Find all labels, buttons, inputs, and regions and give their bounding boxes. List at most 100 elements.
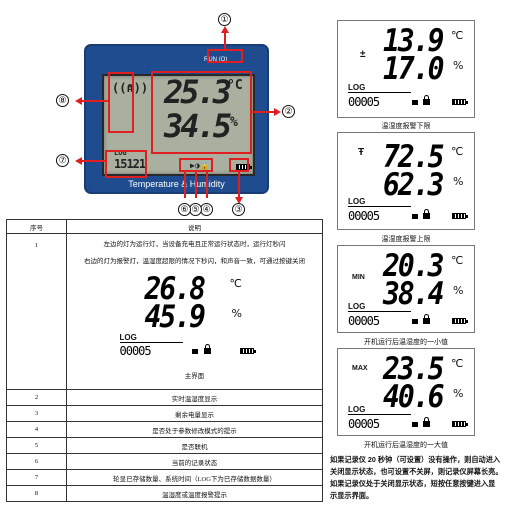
callout-1: ① <box>218 13 231 26</box>
row4-text: 是否处于参数修改模式的提示 <box>66 421 323 438</box>
callout-2: ② <box>282 105 295 118</box>
high-limit-symbol: Ŧ <box>358 147 365 158</box>
caption-high-limit: 温湿度报警上限 <box>381 235 431 243</box>
arrow-7-shaft <box>82 160 105 162</box>
high-limit-lock-icon <box>423 209 430 219</box>
main-log-label: LOG <box>119 333 183 343</box>
callout-6: ⑥ <box>178 203 191 216</box>
row5-index: 5 <box>6 437 67 454</box>
row6-text: 当前的记录状态 <box>66 453 323 470</box>
low-limit-log-label: LOG <box>348 83 412 93</box>
low-limit-record-icon <box>412 100 418 105</box>
callout-3: ③ <box>232 203 245 216</box>
device-temperature: 25.3 <box>164 73 232 111</box>
row2-index: 2 <box>6 389 67 406</box>
high-limit-log-label: LOG <box>348 197 412 207</box>
low-limit-symbol: ± <box>360 49 366 60</box>
run-indicator: RUN (O) <box>204 57 228 63</box>
max-count: 00005 <box>348 417 380 431</box>
low-limit-temp-unit: ℃ <box>451 29 464 42</box>
device-battery-icon <box>236 164 252 170</box>
row1-line2: 右边的灯为报警灯，温湿度超限的情况下秒闪，和声音一致，可通过按键关闭 <box>84 258 305 265</box>
high-limit-temp-unit: ℃ <box>451 145 464 158</box>
device-log-count: 15121 <box>114 157 146 171</box>
device-lcd: 25.3 °C 34.5 % ((⍝)) LOG 15121 ▶◑🔒 <box>102 74 255 176</box>
max-temp: 23.5 <box>383 349 444 387</box>
row7-index: 7 <box>6 469 67 486</box>
callout-box-battery <box>229 158 249 172</box>
max-lock-icon <box>423 417 430 427</box>
row5-text: 是否联机 <box>66 437 323 454</box>
low-limit-lock-icon <box>423 95 430 105</box>
main-lcd-example: 26.8 ℃ 45.9 % LOG 00005 <box>119 272 270 368</box>
callout-box-run <box>207 49 243 63</box>
callout-box-status <box>179 158 213 172</box>
device-illustration: RUN (O) 25.3 °C 34.5 % ((⍝)) LOG 15121 ▶… <box>84 44 269 194</box>
max-log-label: LOG <box>348 405 412 415</box>
high-limit-count: 00005 <box>348 209 380 223</box>
lcd-panel-low-limit: ± 13.9 ℃ 17.0 % LOG 00005 <box>337 20 475 118</box>
min-lock-icon <box>423 314 430 324</box>
row7-text: 轮显已存储数量、系统时间（LOG下为已存储数据数量） <box>66 469 323 486</box>
alarm-icon: ((⍝)) <box>112 81 149 95</box>
max-hum-unit: % <box>453 387 464 400</box>
callout-8: ⑧ <box>56 94 69 107</box>
high-limit-battery-icon <box>452 213 468 219</box>
caption-low-limit: 温湿度报警下限 <box>381 122 431 130</box>
min-temp: 20.3 <box>383 246 444 284</box>
low-limit-hum-unit: % <box>453 59 464 72</box>
arrow-5-shaft <box>195 172 197 198</box>
main-temp-unit: ℃ <box>229 277 242 290</box>
high-limit-temp: 72.5 <box>383 137 444 175</box>
max-symbol: MAX <box>352 365 368 372</box>
min-temp-unit: ℃ <box>451 254 464 267</box>
high-limit-hum-unit: % <box>453 175 464 188</box>
device-humidity: 34.5 <box>164 107 232 145</box>
device-status-icons: ▶◑🔒 <box>190 161 210 170</box>
main-lock-icon <box>203 344 211 354</box>
min-hum: 38.4 <box>383 274 444 312</box>
header-description: 说明 <box>66 219 323 234</box>
row6-index: 6 <box>6 453 67 470</box>
max-record-icon <box>412 422 418 427</box>
high-limit-hum: 62.3 <box>383 165 444 203</box>
row3-index: 3 <box>6 405 67 422</box>
note-line-4: 示显示界面。 <box>330 491 374 500</box>
arrow-2-head <box>274 108 281 116</box>
callout-box-readings <box>151 71 252 154</box>
description-table: 序号 说明 1 左边的灯为运行灯，当设备充电且正常运行状态时，运行灯秒闪 右边的… <box>6 219 323 502</box>
note-line-3: 如果记录仪处于关闭显示状态，短按任意按键进入显 <box>330 479 496 488</box>
low-limit-count: 00005 <box>348 95 380 109</box>
row8-index: 8 <box>6 485 67 502</box>
high-limit-record-icon <box>412 214 418 219</box>
note-line-2: 关闭显示状态，也可设置不关屏，则记录仪屏幕长亮。 <box>330 467 503 476</box>
row1-index: 1 <box>6 233 67 390</box>
main-log-count: 00005 <box>119 344 152 358</box>
callout-box-log <box>105 150 147 178</box>
row1-line1: 左边的灯为运行灯，当设备充电且正常运行状态时，运行灯秒闪 <box>103 241 286 248</box>
row2-text: 实时温湿度显示 <box>66 389 323 406</box>
row1-description: 左边的灯为运行灯，当设备充电且正常运行状态时，运行灯秒闪 右边的灯为报警灯，温湿… <box>66 233 323 390</box>
caption-max: 开机运行后温湿度的一大值 <box>364 441 448 449</box>
min-count: 00005 <box>348 314 380 328</box>
arrow-3-head <box>235 197 243 204</box>
arrow-1-shaft <box>224 32 226 49</box>
row8-text: 温湿度或温度报警提示 <box>66 485 323 502</box>
low-limit-battery-icon <box>452 99 468 105</box>
arrow-2-shaft <box>252 111 274 113</box>
callout-7: ⑦ <box>56 154 69 167</box>
arrow-3-shaft <box>238 172 240 198</box>
callout-box-alarm <box>108 72 134 133</box>
max-hum: 40.6 <box>383 377 444 415</box>
row4-index: 4 <box>6 421 67 438</box>
arrow-1-head <box>221 26 229 33</box>
device-hum-unit: % <box>230 115 238 130</box>
lcd-panel-high-limit: Ŧ 72.5 ℃ 62.3 % LOG 00005 <box>337 132 475 230</box>
callout-5: ⑤ <box>189 203 202 216</box>
row1-caption: 主界面 <box>184 373 205 380</box>
caption-min: 开机运行后温湿度的一小值 <box>364 338 448 346</box>
device-footer: Temperature & Humidity <box>128 179 225 189</box>
screen-timeout-note: 如果记录仪 20 秒钟（可设置）没有操作，则自动进入 关闭显示状态，也可设置不关… <box>330 454 520 502</box>
min-symbol: MIN <box>352 274 365 281</box>
lcd-panel-max: MAX 23.5 ℃ 40.6 % LOG 00005 <box>337 348 475 436</box>
